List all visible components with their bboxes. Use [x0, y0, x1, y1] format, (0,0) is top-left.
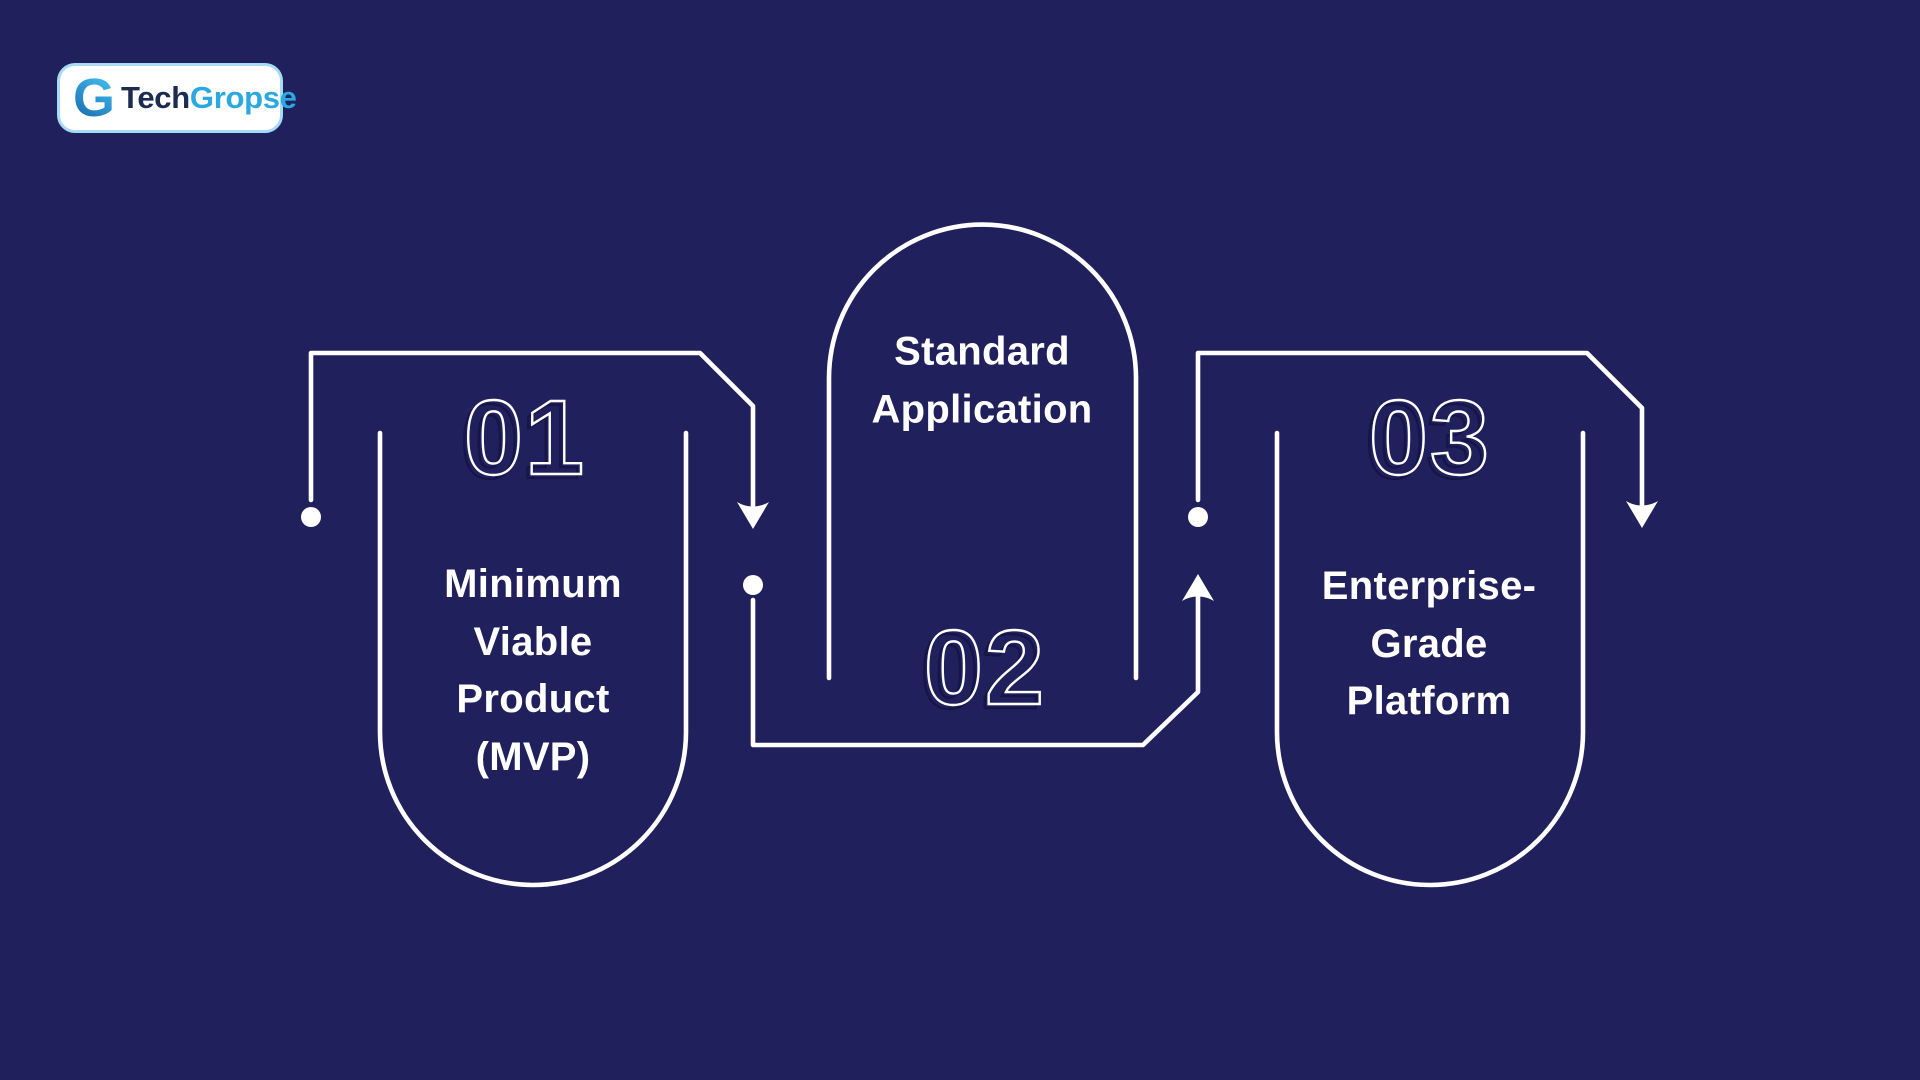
- connector-step3-line: [1195, 350, 1645, 515]
- techgropse-g-icon: G: [73, 68, 116, 128]
- step2-number: 02: [920, 614, 1046, 725]
- step2-label: Standard Application: [871, 329, 1093, 432]
- step1-label: Minimum Viable Product (MVP): [444, 562, 622, 779]
- connector-step1-line: [308, 350, 756, 517]
- connector-step3-dot: [1188, 507, 1208, 527]
- connector-step2-line: [750, 587, 1201, 748]
- step3-label: Enterprise- Grade Platform: [1321, 563, 1537, 723]
- connector-step1-dot: [301, 507, 321, 527]
- step3-track-outline: [1274, 430, 1586, 888]
- connector-step3-arrowhead-down: [1626, 501, 1658, 528]
- techgropse-logo-text: TechGropse: [121, 80, 297, 116]
- logo-text-gropse: Gropse: [189, 80, 297, 115]
- step3-number: 03: [1365, 384, 1491, 495]
- techgropse-logo: G TechGropse: [57, 63, 297, 133]
- connector-step2-arrowhead-up: [1182, 574, 1214, 601]
- connector-step2-dot: [743, 575, 763, 595]
- connector-step1-arrowhead-down: [737, 502, 769, 529]
- step2-arch-outline: [826, 222, 1139, 681]
- logo-text-tech: Tech: [121, 80, 190, 115]
- step1-track-outline: [377, 430, 689, 888]
- step1-number: 01: [460, 384, 586, 495]
